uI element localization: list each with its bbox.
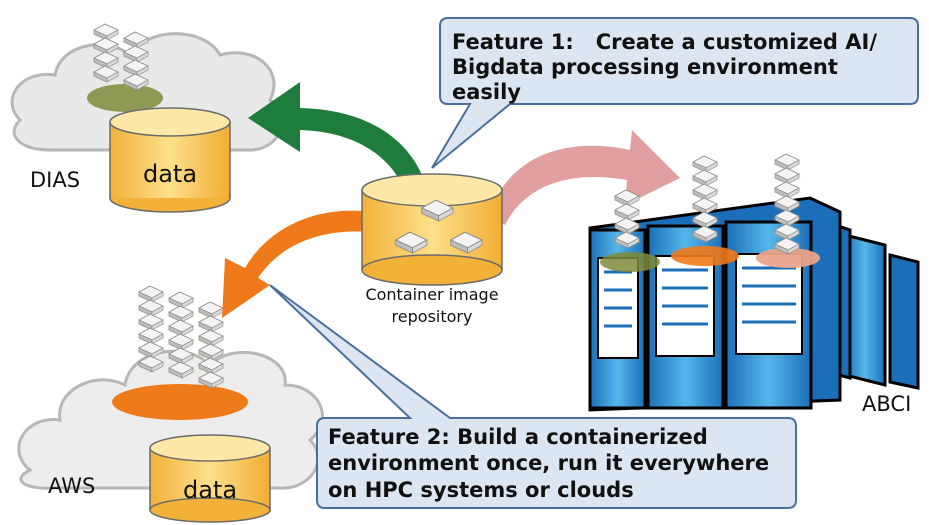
feature2-callout-box — [269, 284, 797, 509]
green-arrow — [248, 82, 430, 205]
feature1-line1: Feature 1: Create a customized AI/ — [452, 30, 877, 54]
repository-cylinder — [361, 173, 503, 286]
feature2-line3: on HPC systems or clouds — [328, 477, 634, 502]
repository-label-line2: repository — [391, 306, 473, 326]
dias-label: DIAS — [30, 168, 81, 192]
repository-label: Container image repository — [352, 284, 512, 327]
dias-data-label: data — [142, 160, 198, 188]
dias-data-cylinder — [109, 107, 231, 213]
repository-label-line1: Container image — [365, 285, 499, 304]
aws-data-cylinder — [149, 434, 271, 523]
abci-label: ABCI — [862, 392, 912, 416]
feature1-line2: Bigdata processing environment easily — [452, 55, 838, 105]
aws-data-label: data — [182, 476, 238, 504]
orange-arrow — [222, 210, 372, 318]
dias-container-stack — [90, 23, 152, 91]
feature2-line2: environment once, run it everywhere — [328, 451, 770, 476]
feature2-text: Feature 2: Build a containerized environ… — [328, 424, 793, 503]
feature1-callout-box — [431, 17, 919, 169]
aws-label: AWS — [48, 474, 96, 498]
pink-arrow — [488, 130, 680, 225]
feature2-line1: Feature 2: Build a containerized — [328, 425, 708, 449]
feature1-text: Feature 1: Create a customized AI/ Bigda… — [452, 30, 912, 106]
